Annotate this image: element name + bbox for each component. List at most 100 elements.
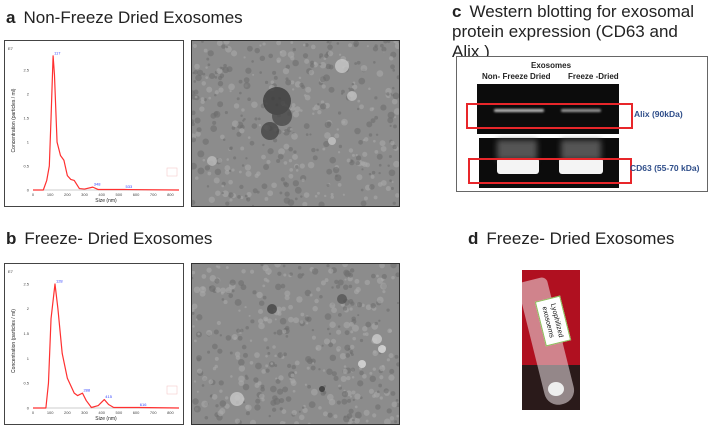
tem-particle xyxy=(220,134,225,140)
tem-particle xyxy=(379,365,386,372)
tem-particle xyxy=(370,118,376,124)
tem-particle xyxy=(209,394,213,398)
tem-particle xyxy=(298,410,301,413)
tem-particle xyxy=(257,318,264,324)
tem-particle xyxy=(299,82,304,88)
tem-particle xyxy=(254,47,260,54)
tem-particle xyxy=(207,171,212,176)
tem-particle xyxy=(284,191,290,197)
tem-particle xyxy=(202,158,206,162)
tem-particle xyxy=(378,171,381,175)
tem-particle xyxy=(329,156,337,164)
tem-particle xyxy=(273,75,278,80)
tem-particle xyxy=(344,330,350,336)
tem-particle xyxy=(304,289,312,297)
tem-particle xyxy=(229,90,232,93)
tem-particle xyxy=(203,48,208,53)
cd63-blot xyxy=(479,138,619,188)
tem-particle xyxy=(337,111,342,115)
tem-particle xyxy=(295,165,299,169)
tem-particle xyxy=(272,395,278,401)
tem-particle xyxy=(245,67,252,74)
tem-particle xyxy=(329,302,336,309)
tem-particle xyxy=(349,395,353,398)
tem-particle xyxy=(274,318,277,321)
tem-particle xyxy=(391,401,398,408)
tem-particle xyxy=(231,289,235,293)
tem-particle xyxy=(380,43,384,48)
tem-particle xyxy=(351,376,355,379)
tem-particle xyxy=(275,283,282,291)
x-tick-label: 700 xyxy=(150,192,157,197)
tem-particle xyxy=(370,174,375,179)
x-tick-label: 100 xyxy=(47,192,54,197)
tem-particle xyxy=(303,192,310,198)
tem-particle xyxy=(270,362,274,365)
tem-particle xyxy=(350,301,355,306)
tem-particle xyxy=(224,111,228,115)
tem-particle xyxy=(388,169,396,177)
tem-particle xyxy=(230,375,233,378)
tem-particle xyxy=(320,103,327,110)
tem-particle xyxy=(193,339,197,343)
tem-particle xyxy=(295,169,299,172)
tem-particle xyxy=(316,148,319,152)
tem-particle xyxy=(259,55,266,62)
tem-particle xyxy=(192,276,194,280)
tem-particle xyxy=(387,164,390,168)
tem-particle xyxy=(214,90,219,95)
tem-particle xyxy=(238,309,241,312)
tem-particle xyxy=(192,325,195,328)
tem-particle xyxy=(220,287,226,294)
tem-particle xyxy=(390,140,395,146)
tem-particle xyxy=(312,305,318,312)
tem-particle xyxy=(362,326,368,332)
tem-particle xyxy=(287,199,295,206)
tem-particle xyxy=(351,324,359,332)
tem-particle xyxy=(209,275,217,282)
tem-particle xyxy=(248,314,251,317)
tem-particle xyxy=(211,394,218,400)
tem-particle xyxy=(376,274,379,278)
tem-particle xyxy=(245,157,248,160)
tem-particle xyxy=(270,385,277,393)
tem-particle xyxy=(350,330,354,334)
tem-particle xyxy=(366,45,369,48)
tem-particle xyxy=(298,76,302,80)
tem-particle xyxy=(394,43,399,50)
tem-particle xyxy=(277,271,282,276)
tem-particle xyxy=(355,155,362,161)
y-tick-label: 2 xyxy=(27,92,30,97)
tem-particle xyxy=(341,390,349,398)
tem-particle xyxy=(196,127,202,133)
tem-particle xyxy=(229,147,233,151)
tem-particle xyxy=(324,132,331,139)
tem-particle xyxy=(346,375,351,381)
tem-particle xyxy=(238,359,245,366)
tem-particle xyxy=(350,268,355,273)
tem-particle xyxy=(231,168,235,172)
tem-particle xyxy=(360,64,368,72)
tem-particle xyxy=(354,393,361,400)
tem-image-freeze-dried xyxy=(191,263,400,425)
tem-particle xyxy=(264,197,269,201)
tem-particle xyxy=(390,64,395,70)
tem-particle xyxy=(216,67,223,74)
y-tick-label: 0 xyxy=(27,406,30,411)
tem-image-non-freeze-dried xyxy=(191,40,400,207)
tem-particle xyxy=(277,153,284,160)
group-label: Exosomes xyxy=(531,61,572,70)
y-tick-label: 0 xyxy=(27,188,30,193)
tem-particle xyxy=(249,339,253,342)
tem-particle xyxy=(274,264,281,268)
tem-particle xyxy=(223,63,227,68)
tem-particle xyxy=(221,191,224,195)
tem-particle xyxy=(201,400,209,408)
tem-particle xyxy=(374,149,379,154)
tem-particle xyxy=(390,186,394,190)
tem-particle xyxy=(317,110,322,115)
tem-particle xyxy=(387,328,392,334)
tem-particle xyxy=(357,99,361,103)
tem-particle xyxy=(368,133,373,137)
x-tick-label: 500 xyxy=(116,192,123,197)
